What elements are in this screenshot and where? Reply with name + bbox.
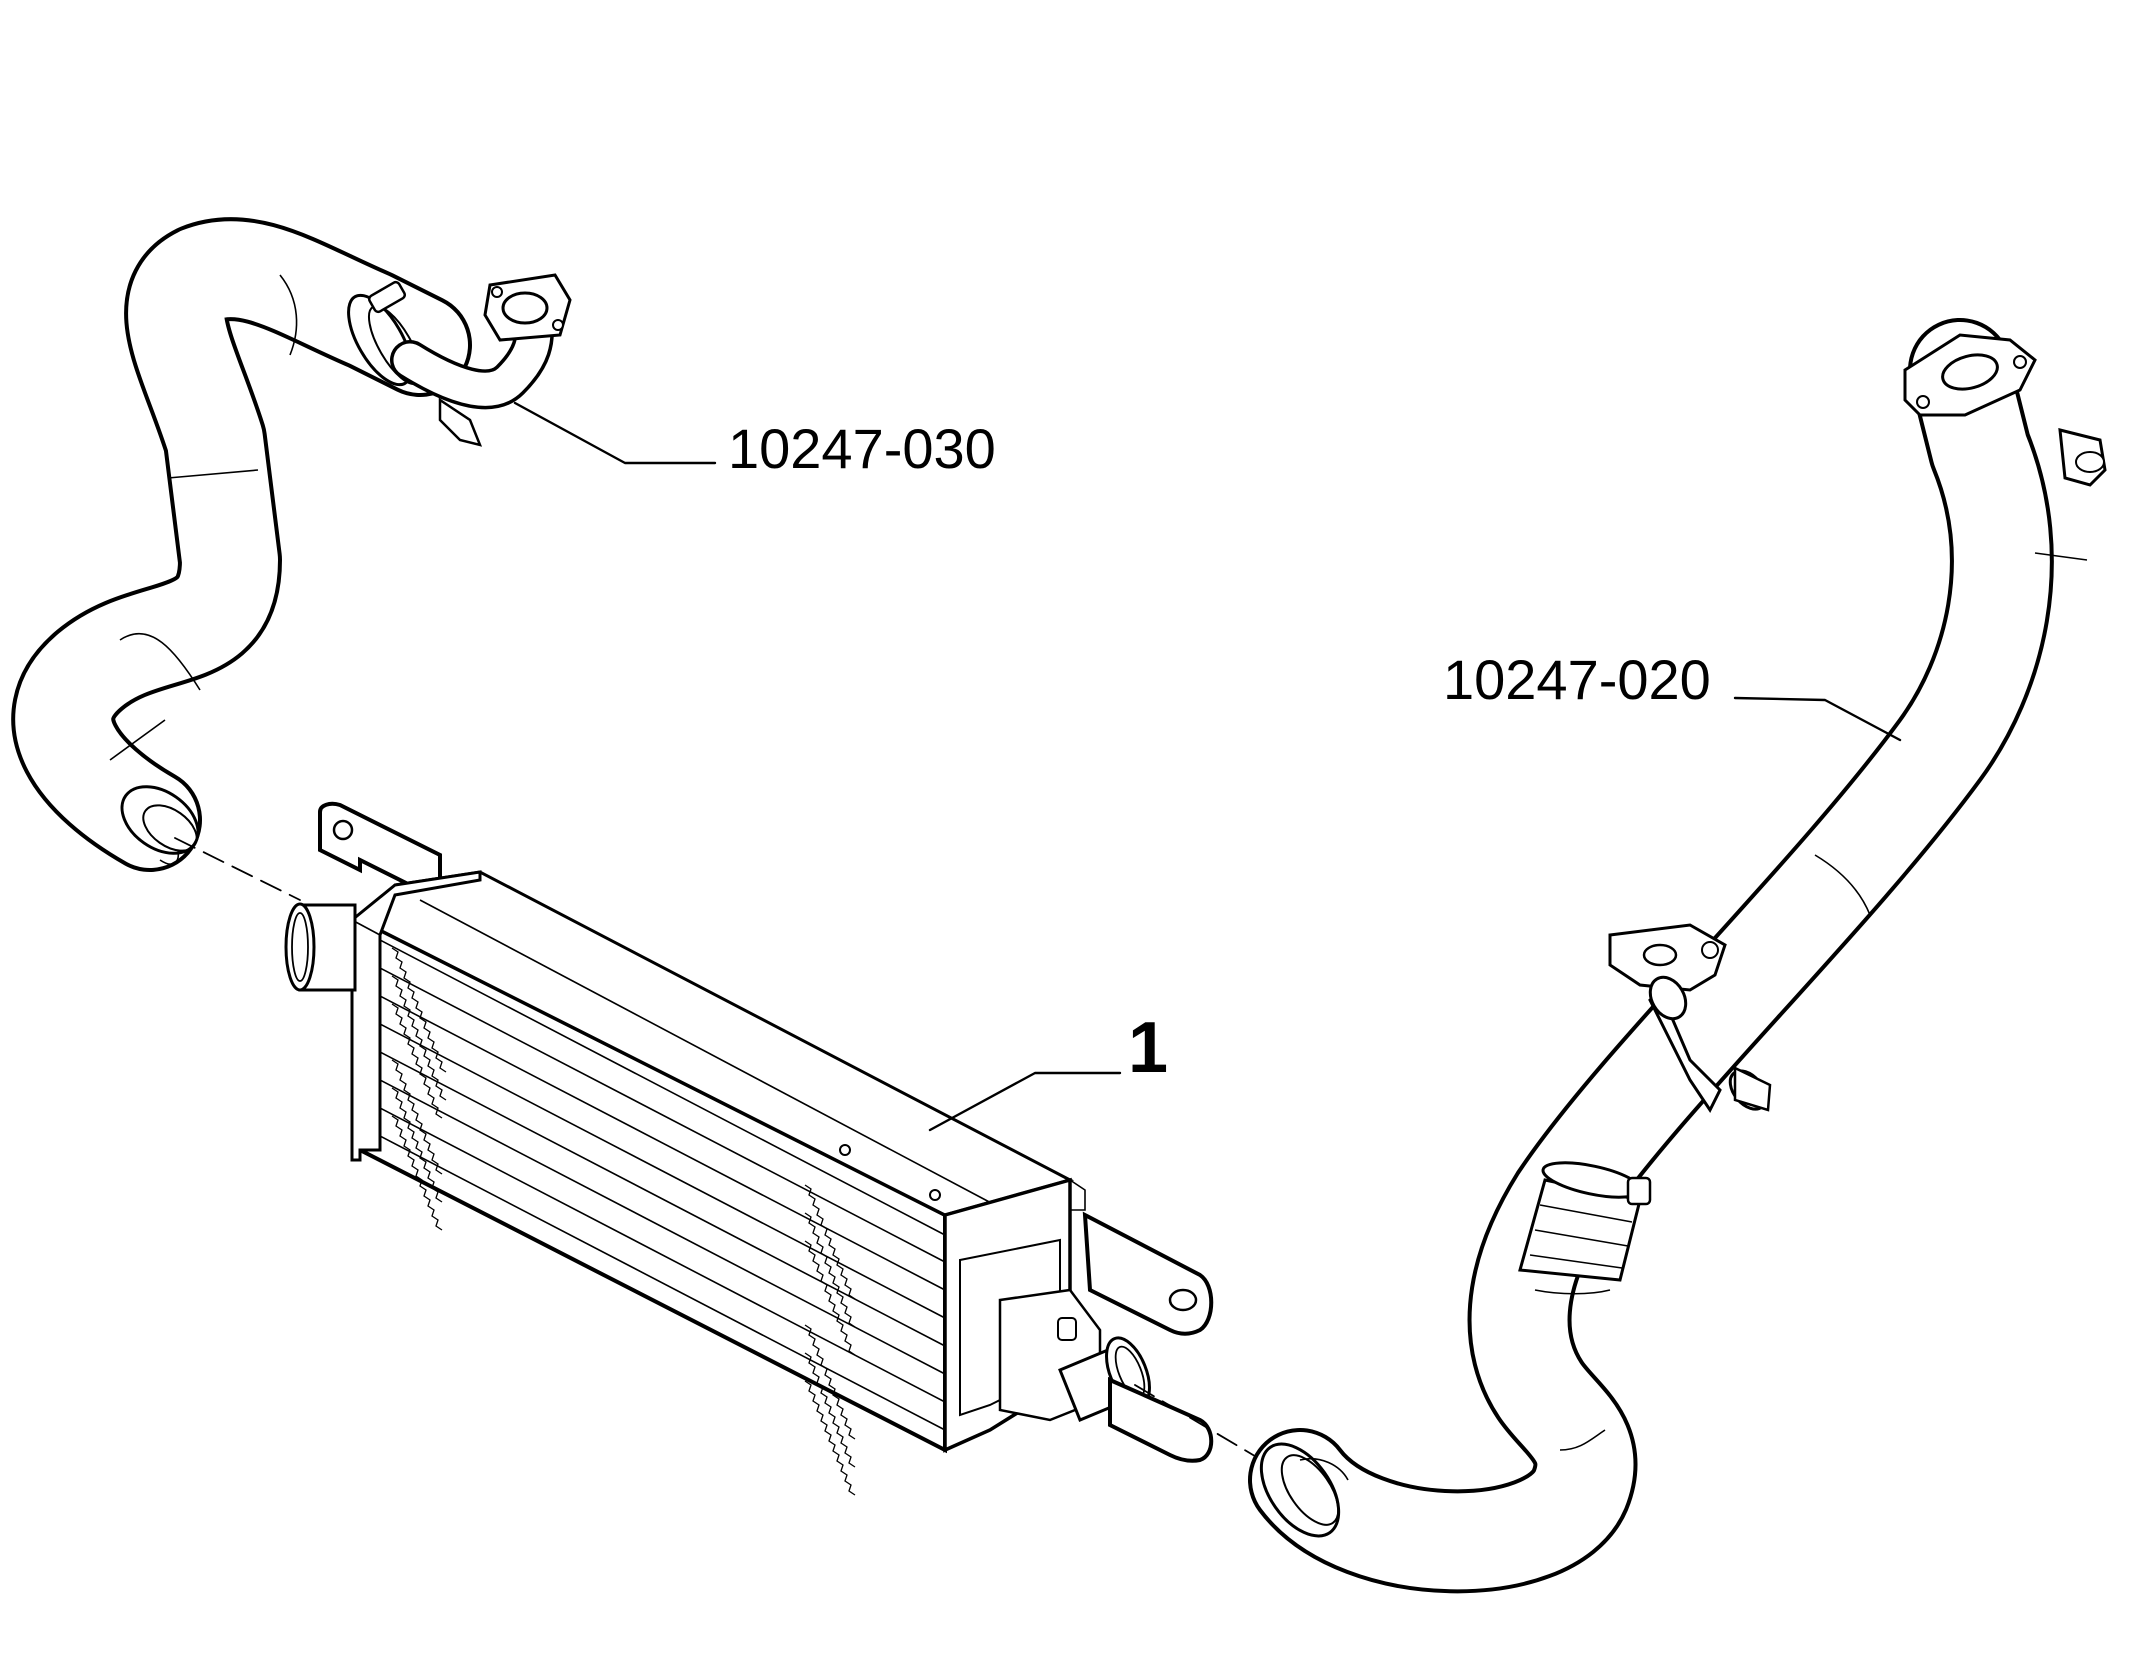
hose-right-cuff: [1259, 1442, 1349, 1538]
leader-line-intercooler: [928, 1071, 1122, 1132]
hose-right-flange: [1903, 333, 2037, 417]
alignment-line-left: [174, 837, 301, 901]
alignment-line-right: [1134, 1384, 1271, 1466]
label-intercooler: 1: [1128, 1008, 1168, 1088]
hose-right-connector: [1518, 1161, 1652, 1282]
intercooler-inlet-left: [284, 902, 357, 992]
hose-right[interactable]: [1246, 318, 2107, 1594]
intercooler-fins-left: [391, 947, 447, 1231]
intercooler-fins-right: [804, 1184, 856, 1496]
hose-right-clamp-top: [2058, 428, 2107, 487]
intercooler[interactable]: [284, 801, 1214, 1496]
hose-upper-left[interactable]: [11, 217, 572, 872]
label-hose-right: 10247-020: [1443, 648, 1711, 711]
leader-line-hose-right: [1733, 696, 1902, 742]
label-hose-upper-left: 10247-030: [728, 417, 996, 480]
intercooler-core-tubes: [379, 939, 946, 1431]
hose-flange: [483, 273, 572, 342]
leader-line-hose-upper-left: [513, 401, 717, 465]
hose-right-bracket: [1608, 923, 1772, 1113]
